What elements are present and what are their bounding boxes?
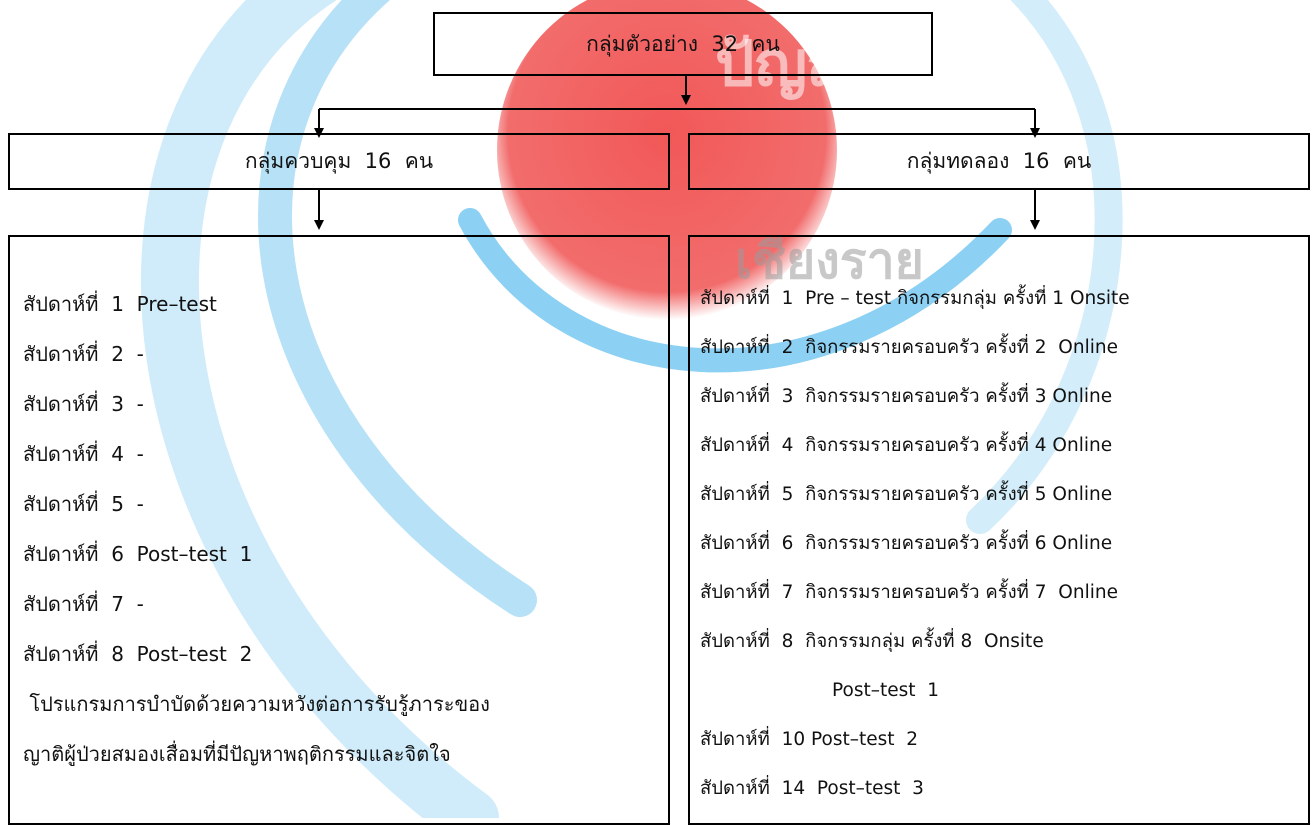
- control-schedule-list: สัปดาห์ที่ 1 Pre–test สัปดาห์ที่ 2 - สัป…: [23, 294, 490, 764]
- control-note-line-1: โปรแกรมการบำบัดด้วยความหวังต่อการรับรู้ภ…: [23, 692, 490, 716]
- control-schedule-box: [8, 235, 670, 825]
- experimental-item-week-4: สัปดาห์ที่ 4 กิจกรรมรายครอบครัว ครั้งที่…: [700, 435, 1113, 456]
- control-item-week-7: สัปดาห์ที่ 7 -: [23, 592, 144, 616]
- experimental-item-week-7: สัปดาห์ที่ 7 กิจกรรมรายครอบครัว ครั้งที่…: [700, 582, 1118, 603]
- control-item-week-4: สัปดาห์ที่ 4 -: [23, 442, 144, 466]
- control-note-line-2: ญาติผู้ป่วยสมองเสื่อมที่มีปัญหาพฤติกรรมแ…: [23, 742, 451, 766]
- experimental-group-title: กลุ่มทดลอง 16 คน: [906, 149, 1092, 173]
- experimental-item-week-14: สัปดาห์ที่ 14 Post–test 3: [700, 778, 924, 799]
- experimental-item-week-2: สัปดาห์ที่ 2 กิจกรรมรายครอบครัว ครั้งที่…: [700, 337, 1118, 358]
- experimental-item-week-6: สัปดาห์ที่ 6 กิจกรรมรายครอบครัว ครั้งที่…: [700, 533, 1113, 554]
- root-sample-box: กลุ่มตัวอย่าง 32 คน: [433, 12, 933, 76]
- experimental-item-week-5: สัปดาห์ที่ 5 กิจกรรมรายครอบครัว ครั้งที่…: [700, 484, 1113, 505]
- experimental-item-posttest-1: Post–test 1: [832, 680, 940, 701]
- control-group-box: กลุ่มควบคุม 16 คน: [8, 133, 670, 190]
- experimental-item-week-1: สัปดาห์ที่ 1 Pre – test กิจกรรมกลุ่ม ครั…: [700, 288, 1130, 309]
- control-item-week-5: สัปดาห์ที่ 5 -: [23, 492, 144, 516]
- control-item-week-1: สัปดาห์ที่ 1 Pre–test: [23, 292, 217, 316]
- experimental-item-week-8: สัปดาห์ที่ 8 กิจกรรมกลุ่ม ครั้งที่ 8 Ons…: [700, 631, 1044, 652]
- root-sample-label: กลุ่มตัวอย่าง 32 คน: [586, 31, 780, 56]
- control-group-title: กลุ่มควบคุม 16 คน: [244, 149, 434, 173]
- control-item-week-3: สัปดาห์ที่ 3 -: [23, 392, 144, 416]
- experimental-schedule-list: สัปดาห์ที่ 1 Pre – test กิจกรรมกลุ่ม ครั…: [700, 289, 1130, 797]
- control-item-week-8: สัปดาห์ที่ 8 Post–test 2: [23, 642, 253, 666]
- experimental-item-week-10: สัปดาห์ที่ 10 Post–test 2: [700, 729, 919, 750]
- experimental-group-box: กลุ่มทดลอง 16 คน: [688, 133, 1310, 190]
- experimental-item-week-3: สัปดาห์ที่ 3 กิจกรรมรายครอบครัว ครั้งที่…: [700, 386, 1113, 407]
- control-item-week-6: สัปดาห์ที่ 6 Post–test 1: [23, 542, 253, 566]
- control-item-week-2: สัปดาห์ที่ 2 -: [23, 342, 144, 366]
